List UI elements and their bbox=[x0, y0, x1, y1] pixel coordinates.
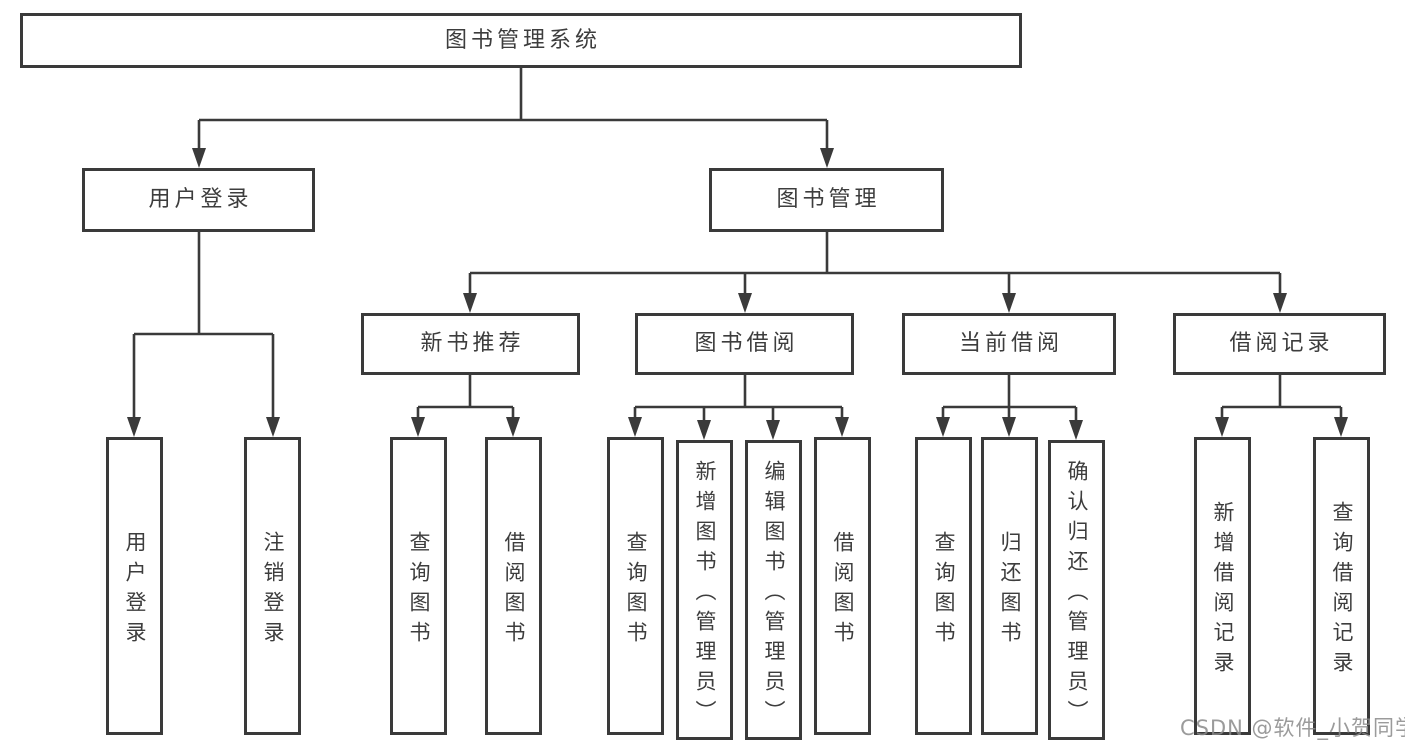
node-book-borrow: 图书借阅 bbox=[635, 313, 854, 375]
leaf-borrow-books-recommend: 借阅图书 bbox=[485, 437, 542, 735]
node-root: 图书管理系统 bbox=[20, 13, 1022, 68]
leaf-return-book-label: 归还图书 bbox=[998, 530, 1022, 651]
leaf-query-borrow-record-label: 查询借阅记录 bbox=[1330, 500, 1354, 681]
leaf-query-books-recommend: 查询图书 bbox=[390, 437, 447, 735]
node-book-borrow-label: 图书借阅 bbox=[694, 331, 799, 356]
node-user-login-label: 用户登录 bbox=[148, 187, 253, 212]
leaf-edit-book-admin: 编辑图书（管理员） bbox=[745, 440, 802, 740]
leaf-user-login-label: 用户登录 bbox=[123, 530, 147, 651]
leaf-add-borrow-record-label: 新增借阅记录 bbox=[1211, 500, 1235, 681]
leaf-add-book-admin: 新增图书（管理员） bbox=[676, 440, 733, 740]
leaf-logout: 注销登录 bbox=[244, 437, 301, 735]
node-new-book-recommend-label: 新书推荐 bbox=[420, 331, 525, 356]
leaf-edit-book-admin-label: 编辑图书（管理员） bbox=[762, 459, 786, 730]
node-borrow-records: 借阅记录 bbox=[1173, 313, 1386, 375]
leaf-borrow-books-recommend-label: 借阅图书 bbox=[502, 530, 526, 651]
leaf-borrow-books-borrow: 借阅图书 bbox=[814, 437, 871, 735]
node-root-label: 图书管理系统 bbox=[444, 27, 601, 53]
node-book-management-label: 图书管理 bbox=[776, 187, 881, 212]
node-current-borrow-label: 当前借阅 bbox=[958, 331, 1063, 356]
csdn-watermark: CSDN @软件_小贺同学 bbox=[1180, 716, 1405, 740]
leaf-borrow-books-borrow-label: 借阅图书 bbox=[831, 530, 855, 651]
node-current-borrow: 当前借阅 bbox=[902, 313, 1116, 375]
leaf-return-book: 归还图书 bbox=[981, 437, 1038, 735]
leaf-query-books-current: 查询图书 bbox=[915, 437, 972, 735]
node-new-book-recommend: 新书推荐 bbox=[361, 313, 580, 375]
leaf-confirm-return-admin: 确认归还（管理员） bbox=[1048, 440, 1105, 740]
leaf-query-books-current-label: 查询图书 bbox=[932, 530, 956, 651]
leaf-add-book-admin-label: 新增图书（管理员） bbox=[693, 459, 717, 730]
leaf-user-login: 用户登录 bbox=[106, 437, 163, 735]
leaf-confirm-return-admin-label: 确认归还（管理员） bbox=[1065, 459, 1089, 730]
leaf-query-borrow-record: 查询借阅记录 bbox=[1313, 437, 1370, 735]
leaf-logout-label: 注销登录 bbox=[261, 530, 285, 651]
leaf-add-borrow-record: 新增借阅记录 bbox=[1194, 437, 1251, 735]
node-user-login: 用户登录 bbox=[82, 168, 315, 232]
leaf-query-books-recommend-label: 查询图书 bbox=[407, 530, 431, 651]
node-borrow-records-label: 借阅记录 bbox=[1229, 331, 1334, 356]
node-book-management: 图书管理 bbox=[709, 168, 944, 232]
leaf-query-books-borrow-label: 查询图书 bbox=[624, 530, 648, 651]
leaf-query-books-borrow: 查询图书 bbox=[607, 437, 664, 735]
